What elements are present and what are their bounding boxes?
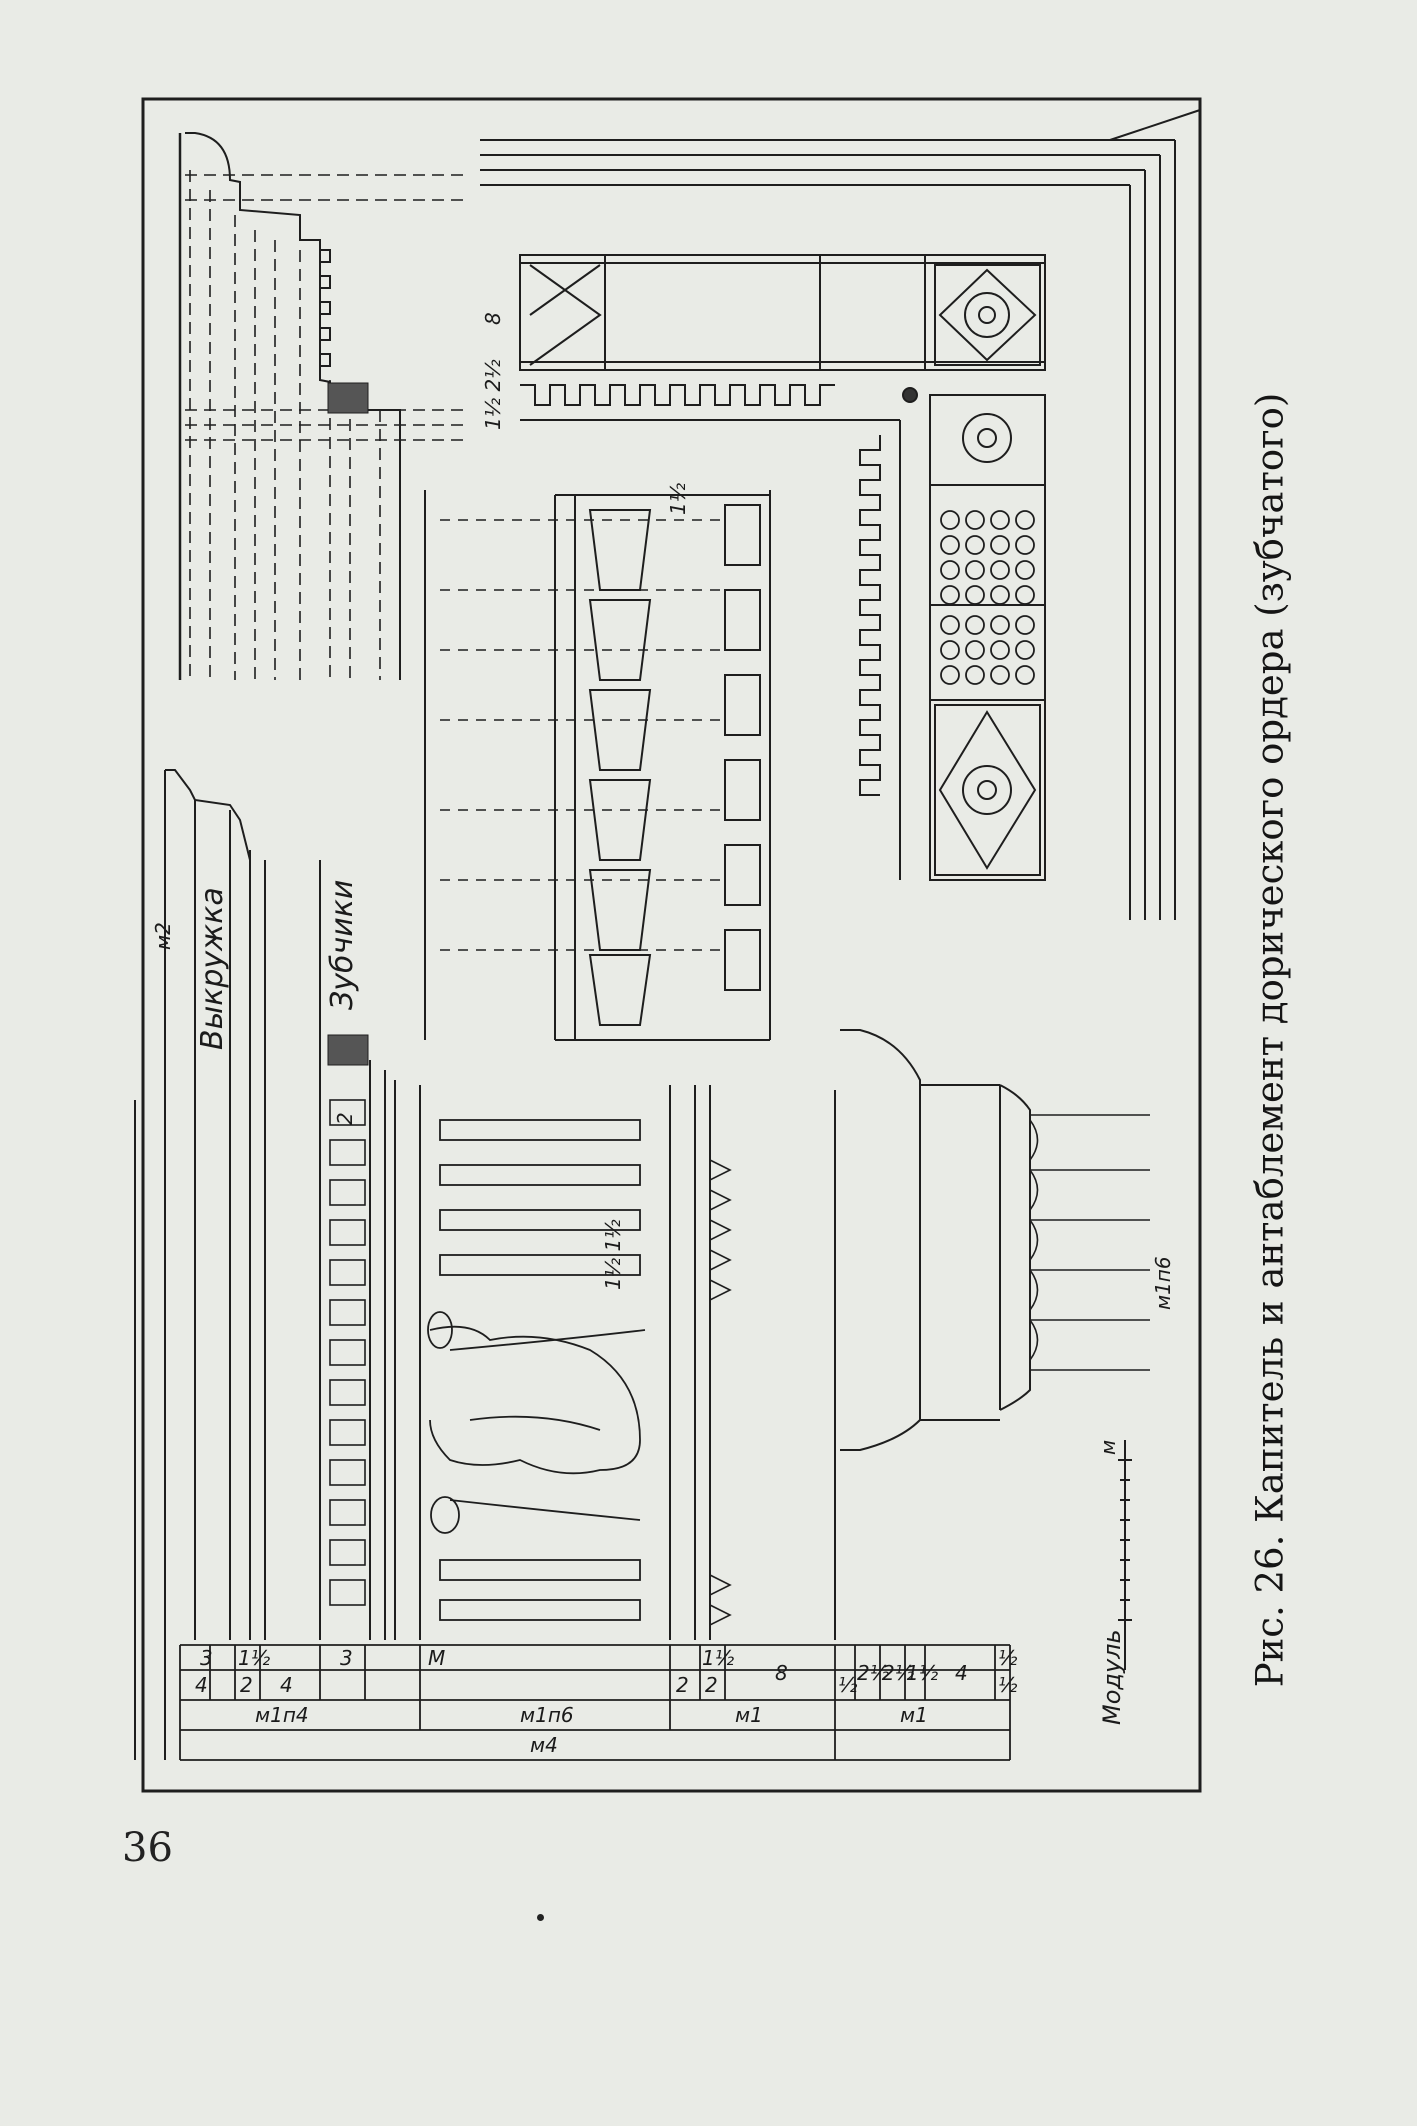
dim-r1-1: 1½: [238, 1646, 271, 1670]
dim-fr-4: ½: [838, 1673, 858, 1697]
dim-m1p6-a: м1п6: [520, 1703, 574, 1727]
dim-fr-1: 1½: [702, 1646, 735, 1670]
dim-fr-8: 4: [955, 1661, 968, 1685]
label-cyma: Выкружка: [195, 887, 230, 1050]
drawing-frame: [141, 97, 1202, 1793]
dim-r2-2: 4: [280, 1673, 293, 1697]
dim-r2-0: 4: [195, 1673, 208, 1697]
dim-fr-5: 2½: [857, 1661, 890, 1685]
dim-eight: 8: [481, 312, 505, 325]
guttae-plan: [424, 490, 771, 1041]
dim-fr-2: 2: [705, 1673, 718, 1697]
dim-r1-2: 3: [340, 1646, 353, 1670]
dim-scale-m: м: [1096, 1440, 1120, 1455]
dim-m1p4: м1п4: [255, 1703, 309, 1727]
section-profile: [178, 132, 470, 680]
dim-fr-7: 1½: [906, 1661, 939, 1685]
dim-M: М: [428, 1646, 445, 1670]
dim-r2-1: 2: [240, 1673, 253, 1697]
figure-caption: Рис. 26. Капитель и антаблемент дорическ…: [1248, 392, 1292, 1688]
print-mark: [537, 1914, 544, 1921]
dim-fr-6: 2½: [882, 1661, 915, 1685]
dim-fr-3: 8: [775, 1661, 788, 1685]
dim-m1p6-b: м1п6: [1151, 1256, 1175, 1310]
dim-m1-a: м1: [735, 1703, 763, 1727]
dim-r1-0: 3: [200, 1646, 213, 1670]
label-dentils: Зубчики: [325, 880, 360, 1010]
dim-fr-0: 2: [676, 1673, 689, 1697]
soffit-plan: [480, 109, 1201, 920]
dim-m4: м4: [530, 1733, 558, 1757]
elevation: [134, 769, 1150, 1761]
dim-triglyph: 1½ 1½: [601, 1219, 625, 1290]
dim-half-a: 1½: [666, 482, 690, 515]
label-scale: Модуль: [1098, 1629, 1126, 1725]
dim-fr-9: ½: [998, 1646, 1018, 1670]
page-number: 36: [122, 1825, 173, 1871]
dim-m2: м2: [151, 922, 175, 950]
dim-fr-10: ½: [998, 1673, 1018, 1697]
dim-m1-b: м1: [900, 1703, 928, 1727]
dim-sq: 2: [333, 1112, 357, 1125]
dim-v: 1½ 2½: [481, 359, 505, 430]
